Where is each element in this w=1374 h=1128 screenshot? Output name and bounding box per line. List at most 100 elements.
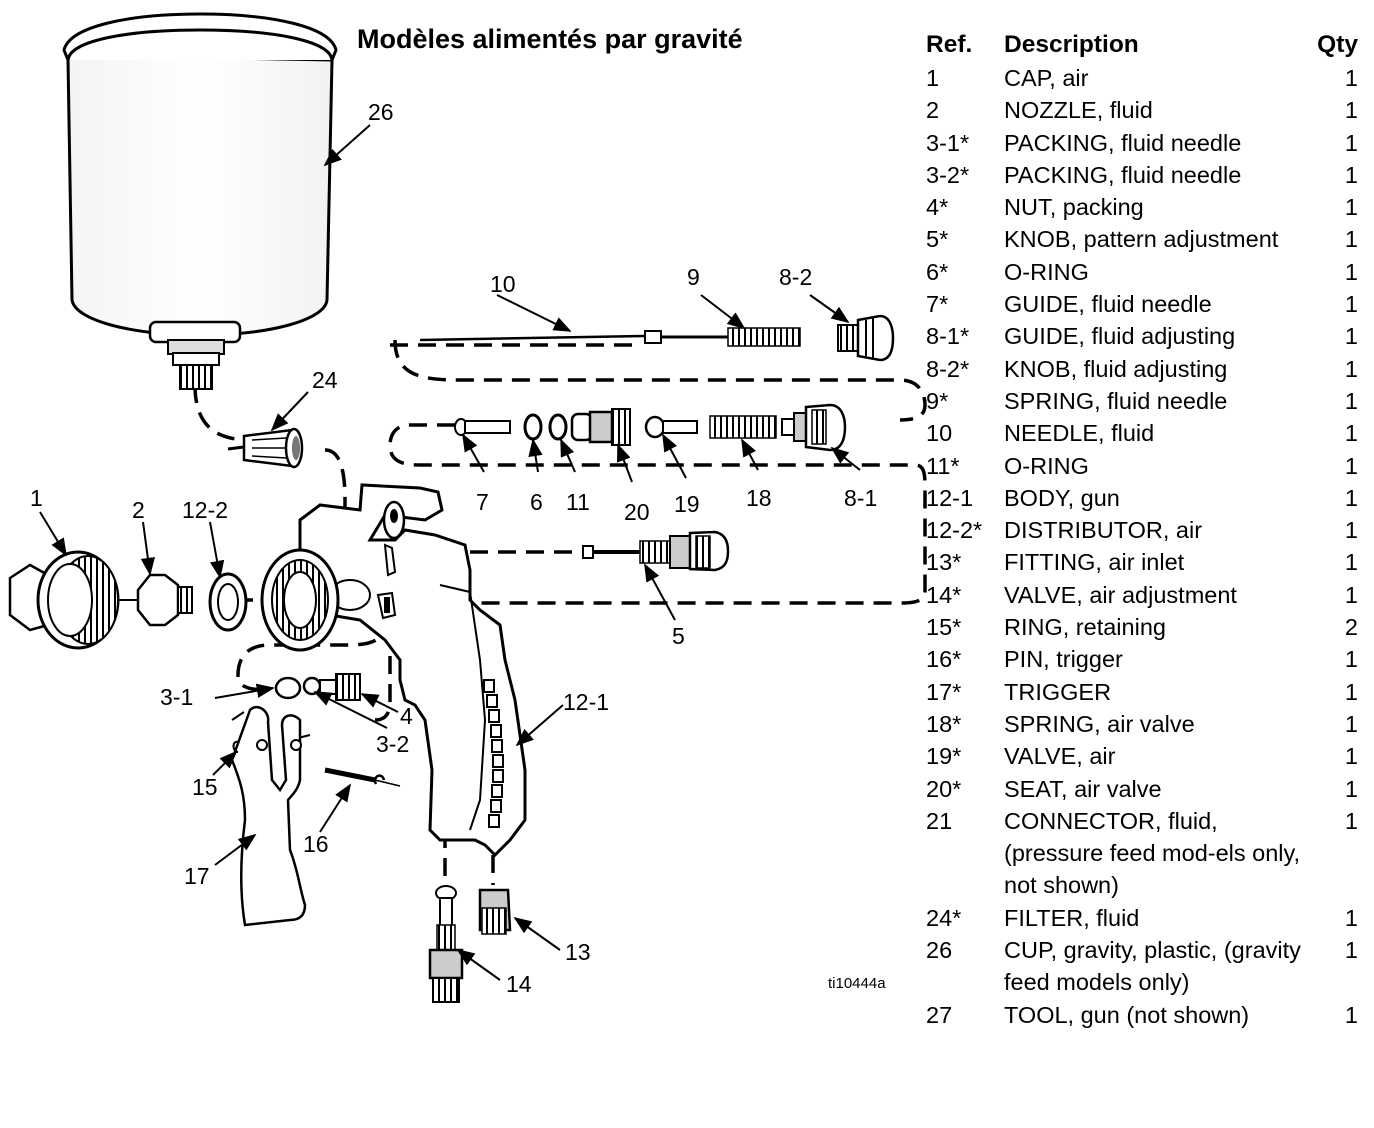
assembly-dashed-lines [193,339,927,885]
part-qty: 1 [1344,420,1358,447]
callout-16: 16 [303,831,329,857]
part-ref: 10 [926,420,953,447]
part-description: PACKING, fluid needle [1004,129,1242,156]
trigger-assembly [230,705,401,927]
figure-id: ti10444a [828,975,886,992]
callout-6: 6 [530,489,543,515]
gravity-cup [62,12,338,390]
part-ref: 9* [926,387,949,414]
table-row: 10 NEEDLE, fluid 1 [926,417,1358,449]
leader-arrows [39,124,861,981]
part-ref: 18* [926,710,962,737]
parts-table-body: 1 CAP, air 1 2 NOZZLE, fluid 1 3-1* PACKING, fl… [926,62,1358,1031]
part-description: VALVE, air adjustment [1004,581,1237,608]
callout-2: 2 [132,497,145,523]
part-qty: 1 [1344,387,1358,414]
part-description: SPRING, air valve [1004,710,1195,737]
part-ref: 21 [926,807,953,834]
part-qty: 1 [1344,775,1358,802]
callout-4: 4 [400,703,413,729]
diagram-title: Modèles alimentés par gravité [357,24,743,54]
part-qty: 1 [1344,484,1358,511]
part-description: NEEDLE, fluid [1004,420,1155,447]
part-ref: 26 [926,937,953,964]
callout-labels: 26 10 9 8-2 24 7 6 11 20 19 18 8-1 1 2 1… [30,99,877,997]
callout-1: 1 [30,485,43,511]
part-description: TRIGGER [1004,678,1112,705]
part-qty: 1 [1344,937,1358,964]
part-qty: 1 [1344,355,1358,382]
callout-10: 10 [490,271,516,297]
part-description: O-RING [1004,452,1089,479]
part-qty: 1 [1344,904,1358,931]
part-description: O-RING [1004,258,1089,285]
part-description: KNOB, pattern adjustment [1004,226,1279,253]
part-description: VALVE, air [1004,743,1116,770]
callout-8-2: 8-2 [779,264,812,290]
part-ref: 14* [926,581,962,608]
part-qty: 1 [1344,323,1358,350]
air-cap-assembly [8,550,248,650]
part-ref: 6* [926,258,949,285]
header-ref: Ref. [926,31,973,58]
callout-15: 15 [192,774,218,800]
gun-body [260,483,527,858]
part-description: SPRING, fluid needle [1004,387,1228,414]
callout-3-1: 3-1 [160,684,193,710]
callout-20: 20 [624,499,650,525]
callout-8-1: 8-1 [844,485,877,511]
part-ref: 3-2* [926,161,970,188]
part-description: NOZZLE, fluid [1004,97,1153,124]
part-ref: 12-2* [926,517,983,544]
callout-5: 5 [672,623,685,649]
part-ref: 12-1 [926,484,974,511]
part-qty: 1 [1344,517,1358,544]
part-description: BODY, gun [1004,484,1120,511]
callout-3-2: 3-2 [376,731,409,757]
part-qty: 1 [1344,258,1358,285]
part-qty: 1 [1344,678,1358,705]
part-ref: 5* [926,226,949,253]
part-description: FITTING, air inlet [1004,549,1185,576]
part-ref: 7* [926,291,949,318]
part-qty: 1 [1344,452,1358,479]
callout-12-2: 12-2 [182,497,228,523]
part-qty: 1 [1344,65,1358,91]
part-ref: 24* [926,904,962,931]
pattern-knob [582,530,730,572]
part-ref: 3-1* [926,129,970,156]
part-description: CAP, air [1004,65,1089,91]
callout-11: 11 [566,489,590,515]
part-ref: 19* [926,743,962,770]
callout-19: 19 [674,491,700,517]
part-qty: 1 [1344,549,1358,576]
fluid-needle-assembly [419,314,895,362]
part-qty: 1 [1344,807,1358,834]
part-description: PACKING, fluid needle [1004,161,1242,188]
packing-assembly [274,673,361,701]
callout-24: 24 [312,367,338,393]
part-ref: 2 [926,97,940,124]
part-qty: 1 [1344,646,1358,673]
part-description: GUIDE, fluid adjusting [1004,323,1236,350]
callout-17: 17 [184,863,210,889]
part-qty: 1 [1344,129,1358,156]
table-row: 3-1* PACKING, fluid needle 1 [926,127,1358,159]
table-row: 9* SPRING, fluid needle 1 [926,385,1358,417]
